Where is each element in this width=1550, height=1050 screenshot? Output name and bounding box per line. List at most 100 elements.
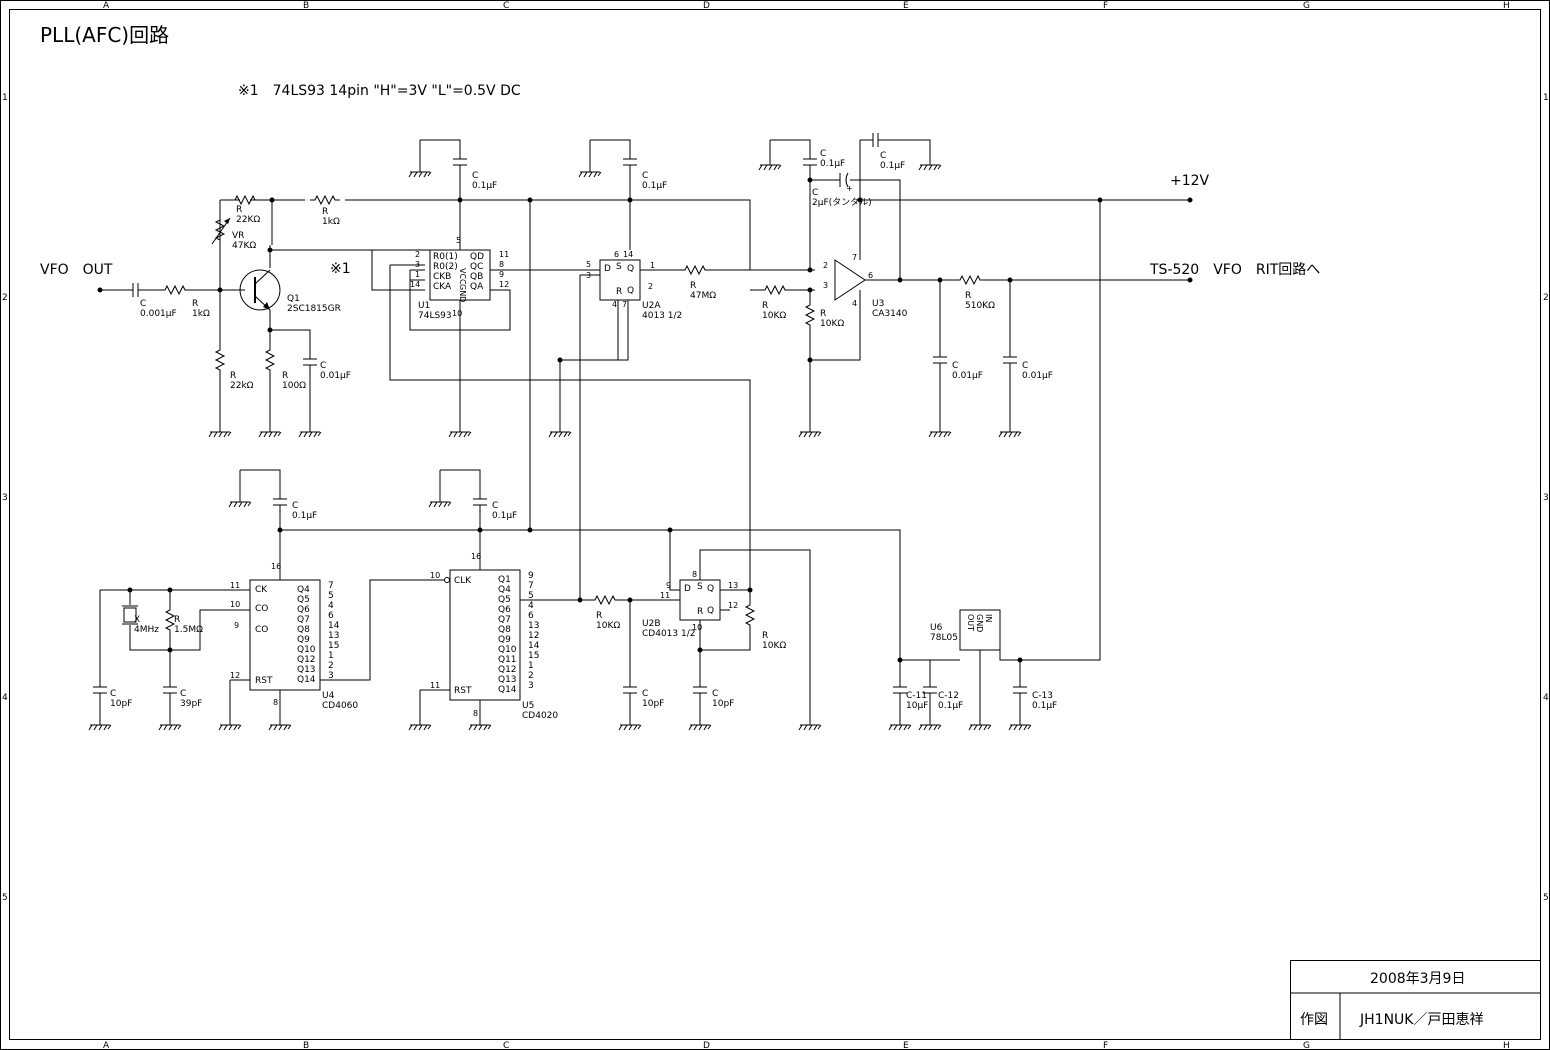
part-value-c_f1: 0.01μF: [952, 371, 983, 381]
svg-text:14: 14: [623, 250, 633, 259]
svg-text:Q: Q: [707, 584, 714, 594]
svg-text:11: 11: [660, 591, 670, 600]
border-row-right-2: 2: [1543, 293, 1549, 303]
svg-text:3: 3: [823, 281, 828, 290]
border-row-right-5: 5: [1543, 893, 1549, 903]
part-ref-c_tant: C: [812, 188, 818, 198]
border-col-bottom-D: D: [703, 1041, 710, 1050]
u5-q-pin: Q9: [498, 635, 511, 645]
part-ref-c12: C-12: [938, 691, 959, 701]
svg-text:6: 6: [614, 250, 619, 259]
part-value-xtal: 4MHz: [134, 625, 159, 635]
title-block: 2008年3月9日 作図 JH1NUK／戸田恵祥: [1290, 960, 1541, 1040]
u1-pin-gnd: GND: [458, 284, 467, 302]
u4-pin-num: 3: [328, 671, 334, 681]
component-symbols: + 23 67 4: [92, 133, 1028, 703]
part-value-c12: 0.1μF: [938, 701, 963, 711]
svg-text:1: 1: [650, 261, 655, 270]
u5-pin-num: 1: [528, 661, 534, 671]
u4-q-pin: Q10: [297, 645, 316, 655]
border-row-4: 4: [2, 693, 8, 703]
junctions: [97, 177, 1193, 663]
u1-pin-label: CKA: [433, 282, 452, 292]
u4-pin-num: 5: [328, 591, 334, 601]
part-ref-u1: U1: [418, 301, 430, 311]
svg-text:16: 16: [471, 552, 481, 561]
part-value-c_f2: 0.01μF: [1022, 371, 1053, 381]
part-value-c_tant: 2μF(タンタル): [812, 197, 872, 208]
part-value-u6: 78L05: [930, 633, 958, 643]
part-ref-vr: VR: [232, 231, 244, 241]
svg-text:S: S: [697, 582, 703, 592]
svg-text:12: 12: [728, 601, 738, 610]
svg-text:11: 11: [499, 250, 509, 259]
part-value-c_u3a: 0.1μF: [820, 159, 845, 169]
part-ref-r_10k_a: R: [762, 301, 768, 311]
ic-u1: 23 114 118 912 510 R0(1)R0(2)CKBCKAQDQCQ…: [410, 236, 509, 318]
part-ref-c_u4: C: [292, 501, 298, 511]
svg-text:8: 8: [273, 698, 278, 707]
part-ref-r_in: R: [192, 299, 198, 309]
svg-text:8: 8: [692, 570, 697, 579]
ground-symbols: [88, 164, 1032, 731]
svg-text:10: 10: [452, 309, 462, 318]
part-value-r_top: 22KΩ: [236, 215, 260, 225]
border-col-G: G: [1303, 1, 1310, 11]
part-value-r_10k_b: 10KΩ: [820, 319, 844, 329]
svg-text:5: 5: [456, 236, 461, 245]
u6-pin: GND: [975, 614, 984, 632]
part-value-u5: CD4020: [522, 711, 558, 721]
u5-pin-num: 6: [528, 611, 534, 621]
part-value-r_e: 100Ω: [282, 381, 306, 391]
u5-q-pin: Q13: [498, 675, 517, 685]
part-ref-u5: U5: [522, 701, 534, 711]
svg-text:D: D: [684, 584, 691, 594]
part-ref-u4: U4: [322, 691, 335, 701]
part-ref-c_e: C: [320, 361, 326, 371]
svg-text:14: 14: [410, 280, 420, 289]
u1-pin-vcc: VCC: [458, 268, 467, 285]
part-ref-c_39p: C: [180, 689, 186, 699]
svg-text:S: S: [616, 262, 622, 272]
part-value-r_1k: 1kΩ: [322, 217, 340, 227]
svg-text:3: 3: [586, 271, 591, 280]
part-ref-u2b: U2B: [642, 619, 661, 629]
border-row-5: 5: [2, 893, 8, 903]
svg-text:R: R: [616, 287, 622, 297]
part-ref-c_f2: C: [1022, 361, 1028, 371]
part-value-r_bias: 22kΩ: [230, 381, 254, 391]
part-value-c_u3b: 0.1μF: [880, 161, 905, 171]
border-col-E: E: [903, 1, 909, 11]
part-ref-c_u3b: C: [880, 151, 886, 161]
part-value-c_10p_c: 10pF: [712, 699, 734, 709]
border-col-C: C: [503, 1, 509, 11]
u5-q-pin: Q5: [498, 595, 511, 605]
border-col-D: D: [703, 1, 710, 11]
page-title: PLL(AFC)回路: [40, 23, 169, 47]
u5-pin-num: 9: [528, 571, 534, 581]
u5-pin-num: 3: [528, 681, 534, 691]
u5-pin-num: 13: [528, 621, 539, 631]
u5-q-pin: Q1: [498, 575, 511, 585]
border-col-bottom-H: H: [1503, 1041, 1510, 1050]
svg-text:9: 9: [666, 581, 671, 590]
border-col-B: B: [303, 1, 309, 11]
part-ref-c_10p_c: C: [712, 689, 718, 699]
u5-pin-num: 7: [528, 581, 534, 591]
part-ref-u3: U3: [872, 299, 884, 309]
part-ref-r_bias: R: [230, 371, 236, 381]
part-ref-c_u1: C: [472, 171, 478, 181]
u4-pin-num: 13: [328, 631, 339, 641]
part-ref-r_e: R: [282, 371, 288, 381]
part-ref-c_u5: C: [492, 501, 498, 511]
svg-text:8: 8: [499, 260, 504, 269]
svg-text:8: 8: [473, 709, 478, 718]
part-ref-q1: Q1: [287, 294, 300, 304]
svg-text:RST: RST: [255, 676, 273, 686]
note-marker: ※1: [330, 261, 351, 277]
part-ref-c_f1: C: [952, 361, 958, 371]
svg-text:11: 11: [230, 581, 240, 590]
